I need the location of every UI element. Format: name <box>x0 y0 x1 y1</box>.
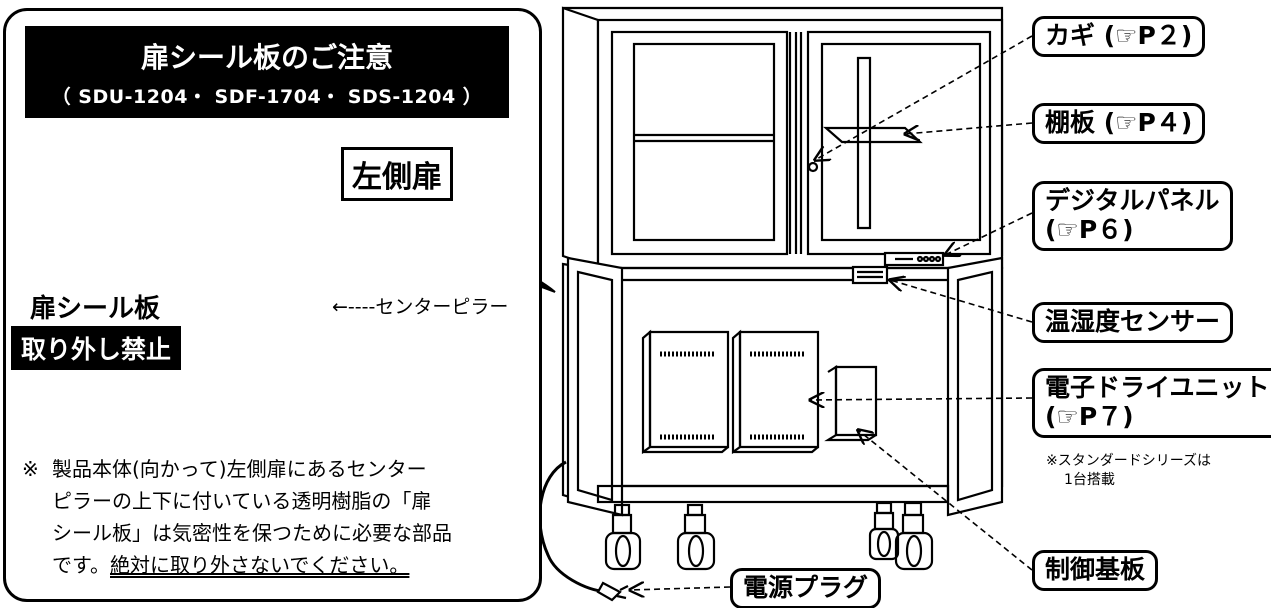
callout-sensor-text: 温湿度センサー <box>1045 307 1221 336</box>
standard-note-line1: ※スタンダードシリーズは <box>1046 453 1212 469</box>
note-line: です。 <box>52 553 110 577</box>
callout-leaders <box>630 35 1033 590</box>
callout-sensor: 温湿度センサー <box>1032 302 1234 343</box>
callout-control-board-text: 制御基板 <box>1045 555 1146 584</box>
callout-control-board: 制御基板 <box>1032 550 1159 591</box>
control-board-box <box>834 365 878 437</box>
callout-dry-unit: 電子ドライユニット (☞P７) <box>1032 368 1271 438</box>
cabinet <box>538 6 1004 602</box>
callout-plug-text: 電源プラグ <box>743 573 869 602</box>
power-cord <box>538 460 608 594</box>
callout-shelf-text: 棚板 (☞P４) <box>1045 108 1193 137</box>
note-line: ピラーの上下に付いている透明樹脂の「扉 <box>52 489 432 513</box>
left-door-label: 左側扉 <box>341 147 453 201</box>
callout-panel-line2: (☞P６) <box>1045 214 1134 244</box>
callout-shelf: 棚板 (☞P４) <box>1032 103 1206 144</box>
notice-models: （ SDU-1204・ SDF-1704・ SDS-1204 ） <box>51 86 483 108</box>
note-line-last: です。絶対に取り外さないでください。 <box>52 549 522 581</box>
power-plug <box>596 581 629 602</box>
removal-prohibited-label: 取り外し禁止 <box>11 326 182 370</box>
casters <box>604 501 934 571</box>
callout-dry-unit-line1: 電子ドライユニット <box>1045 373 1270 402</box>
note-line: 製品本体(向かって)左側扉にあるセンター <box>52 457 427 481</box>
standard-series-note: ※スタンダードシリーズは 1台搭載 <box>1046 452 1211 490</box>
callout-panel-line1: デジタルパネル <box>1045 186 1220 215</box>
key-lock <box>807 161 819 173</box>
note-emphasis: 絶対に取り外さないでください。 <box>110 553 410 577</box>
note-line: シール板」は気密性を保つために必要な部品 <box>52 521 452 545</box>
notice-note: ※ 製品本体(向かって)左側扉にあるセンター ピラーの上下に付いている透明樹脂の… <box>22 453 522 581</box>
center-pillar-label: ←----センターピラー <box>332 296 509 318</box>
callout-power-plug: 電源プラグ <box>730 568 882 608</box>
callout-dry-unit-line2: (☞P７) <box>1045 401 1134 431</box>
callout-key-text: カギ (☞P２) <box>1045 21 1193 50</box>
notice-title: 扉シール板のご注意 <box>140 41 393 74</box>
humidity-sensor <box>851 265 889 285</box>
note-mark: ※ <box>22 457 39 481</box>
callout-digital-panel: デジタルパネル (☞P６) <box>1032 181 1233 251</box>
notice-header: 扉シール板のご注意 （ SDU-1204・ SDF-1704・ SDS-1204… <box>25 26 509 118</box>
standard-note-line2: 1台搭載 <box>1064 472 1115 488</box>
callout-key: カギ (☞P２) <box>1032 16 1206 57</box>
digital-panel <box>883 251 945 267</box>
seal-plate-label: 扉シール板 <box>30 294 161 324</box>
